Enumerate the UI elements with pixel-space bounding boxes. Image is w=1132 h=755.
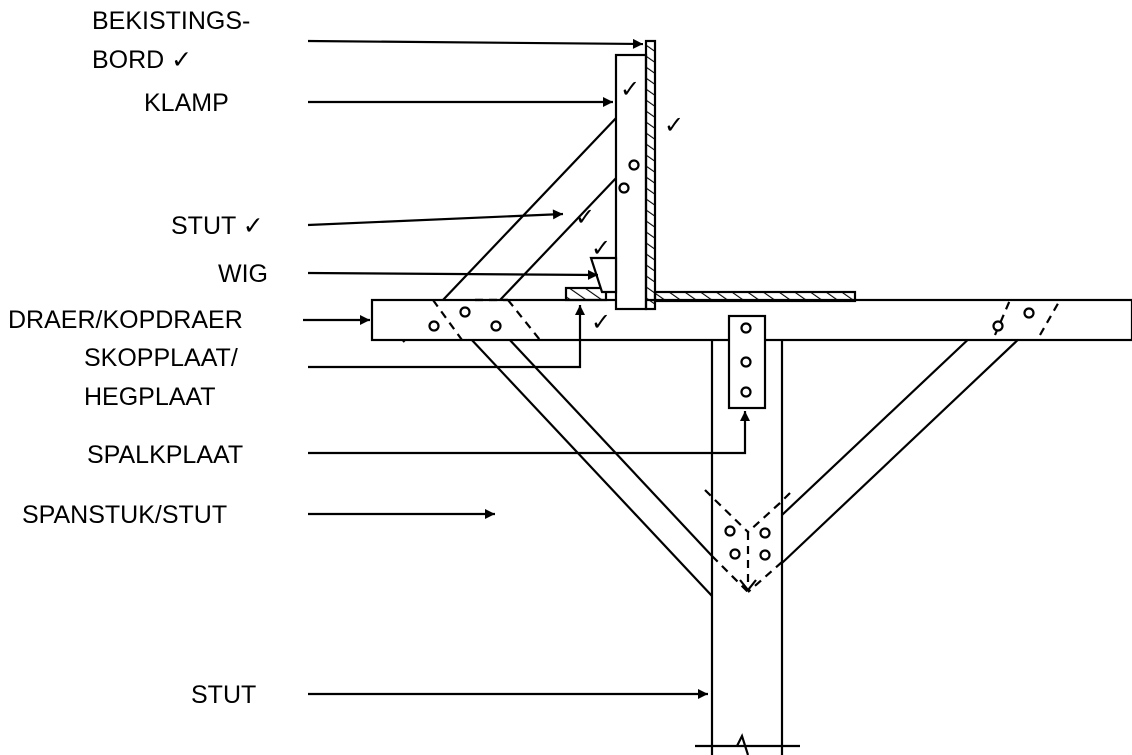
bolt-hole <box>729 548 741 560</box>
stut-upper-arrow <box>307 209 564 227</box>
bolt-hole <box>740 386 752 398</box>
checkmark-bekisting: ✓ <box>664 111 684 139</box>
label-skopplaat-line1: SKOPPLAAT/ <box>84 344 238 372</box>
skopplaat-arrow <box>308 305 585 369</box>
bolt-hole <box>428 320 440 332</box>
label-bekisting-line2: BORD ✓ <box>92 46 192 74</box>
spalkplaat-arrow <box>308 411 750 455</box>
bolt-hole <box>628 159 640 171</box>
spanstuk-left-brace <box>469 337 713 597</box>
label-wig: WIG <box>218 260 268 288</box>
label-draer: DRAER/KOPDRAER <box>8 306 243 334</box>
checkmark-skopplaat: ✓ <box>591 308 611 336</box>
klamp-cleat <box>614 53 648 311</box>
label-stut-upper: STUT ✓ <box>171 212 264 240</box>
checkmark-stut: ✓ <box>575 203 595 231</box>
bolt-hole <box>1023 307 1035 319</box>
checkmark-klamp: ✓ <box>620 75 640 103</box>
skopplaat-hegplaat <box>653 290 857 303</box>
label-spalkplaat: SPALKPLAAT <box>87 441 243 469</box>
skopplaat-small-block <box>564 286 608 302</box>
bolt-hole <box>992 320 1004 332</box>
wig-arrow <box>307 269 599 280</box>
label-klamp: KLAMP <box>144 89 229 117</box>
bolt-hole <box>759 527 771 539</box>
bolt-hole <box>740 322 752 334</box>
brace-joint-arrow <box>739 579 757 592</box>
bekistingsbord-board <box>644 39 657 311</box>
brace-joint-hidden-lines <box>704 489 791 593</box>
label-stut-lower: STUT <box>191 681 256 709</box>
bolt-hole <box>459 306 471 318</box>
leader-arrows <box>303 38 750 699</box>
label-bekisting-line1: BEKISTINGS- <box>92 7 250 35</box>
bolt-hole <box>490 320 502 332</box>
labels: BEKISTINGS- BORD ✓ KLAMP STUT ✓ WIG DRAE… <box>8 7 268 709</box>
label-spanstuk: SPANSTUK/STUT <box>22 501 227 529</box>
wig-wedge <box>589 256 618 294</box>
bolt-hole <box>724 525 736 537</box>
checkmark-wig: ✓ <box>591 234 611 262</box>
bekisting-arrow <box>307 38 644 49</box>
vertical-stut-post <box>695 340 800 755</box>
bolt-hole <box>618 182 630 194</box>
drawing-checkmarks: ✓ ✓ ✓ ✓ ✓ <box>575 75 684 336</box>
label-skopplaat-line2: HEGPLAAT <box>84 383 216 411</box>
bolt-hole <box>759 549 771 561</box>
bolt-holes <box>428 159 1035 561</box>
bolt-hole <box>740 356 752 368</box>
